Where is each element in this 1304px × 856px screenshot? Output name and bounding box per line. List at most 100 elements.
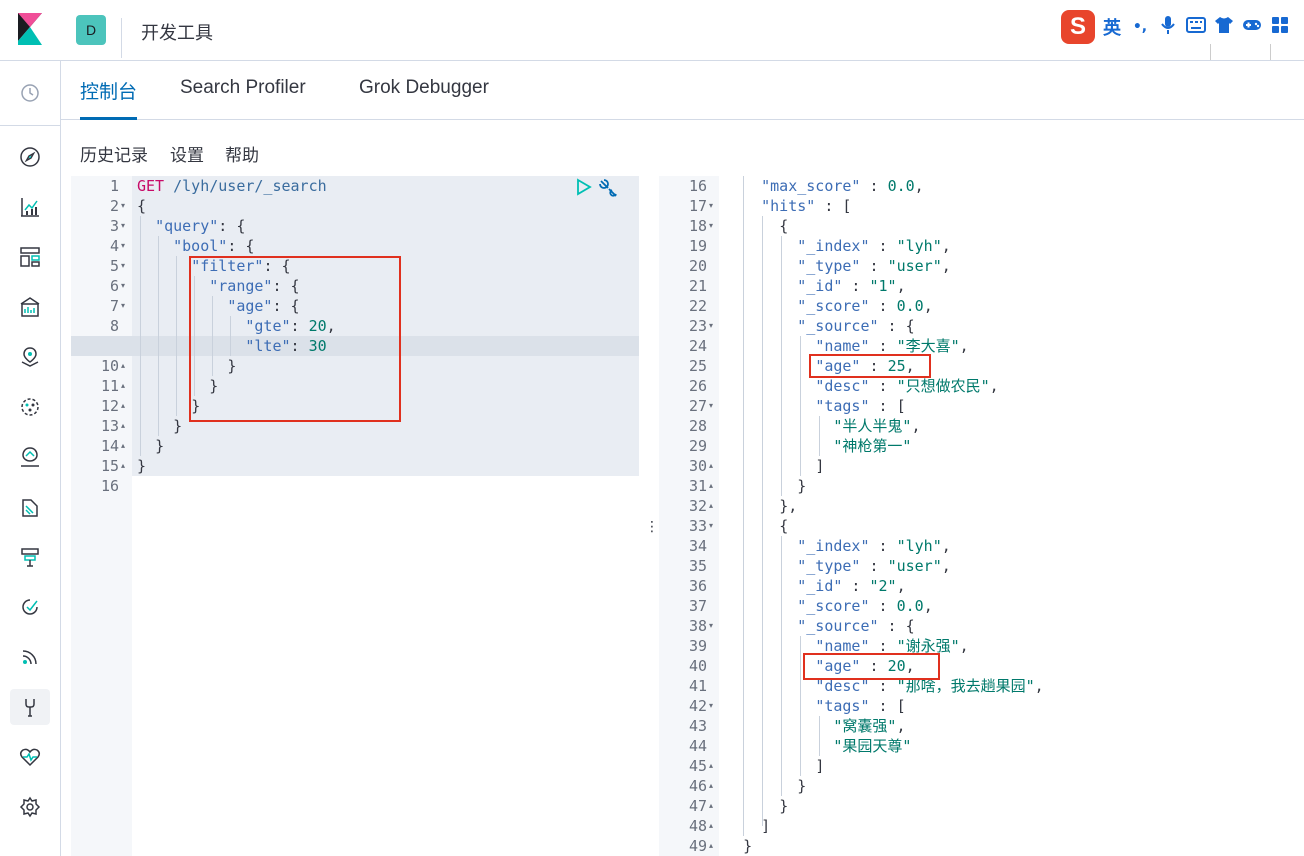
- tab-search-profiler[interactable]: Search Profiler: [180, 77, 306, 98]
- fold-toggle-icon[interactable]: ▾: [709, 401, 714, 410]
- unfold-toggle-icon[interactable]: ▴: [121, 461, 126, 470]
- line-number: 37: [688, 597, 707, 615]
- maps-nav[interactable]: [10, 339, 50, 375]
- fold-toggle-icon[interactable]: ▾: [121, 261, 126, 270]
- settings-link[interactable]: 设置: [170, 146, 204, 166]
- code-line[interactable]: {: [137, 197, 147, 215]
- request-url: /lyh/user/_search: [173, 177, 327, 195]
- help-link[interactable]: 帮助: [225, 146, 259, 166]
- unfold-toggle-icon[interactable]: ▴: [709, 501, 714, 510]
- unfold-toggle-icon[interactable]: ▴: [709, 461, 714, 470]
- sogou-logo[interactable]: S: [1061, 10, 1095, 44]
- gamepad-icon[interactable]: [1241, 17, 1263, 38]
- code-line[interactable]: "gte": 20,: [245, 317, 336, 335]
- line-number: 23: [688, 317, 707, 335]
- grid-icon[interactable]: [1269, 16, 1291, 39]
- dashboard-nav[interactable]: [10, 239, 50, 275]
- code-line[interactable]: "query": {: [155, 217, 246, 235]
- request-gutter: 12▾3▾4▾5▾6▾7▾8910▴11▴12▴13▴14▴15▴16: [71, 176, 132, 856]
- infrastructure-nav[interactable]: [10, 439, 50, 475]
- unfold-toggle-icon[interactable]: ▴: [121, 361, 126, 370]
- line-number: 7: [109, 297, 119, 315]
- infrastructure-icon: [21, 447, 39, 467]
- code-line[interactable]: }: [209, 377, 219, 395]
- apm-nav[interactable]: [10, 539, 50, 575]
- code-line[interactable]: }: [227, 357, 237, 375]
- unfold-toggle-icon[interactable]: ▴: [121, 401, 126, 410]
- play-icon[interactable]: [576, 178, 592, 201]
- history-link[interactable]: 历史记录: [80, 146, 148, 166]
- uptime-icon: [22, 599, 38, 615]
- code-line[interactable]: }: [191, 397, 201, 415]
- fold-toggle-icon[interactable]: ▾: [709, 321, 714, 330]
- fold-toggle-icon[interactable]: ▾: [709, 701, 714, 710]
- response-line: "hits" : [: [761, 197, 852, 215]
- ime-language-toggle[interactable]: 英: [1103, 18, 1121, 39]
- unfold-toggle-icon[interactable]: ▴: [709, 781, 714, 790]
- code-line[interactable]: "lte": 30: [245, 337, 327, 355]
- recently-viewed-button[interactable]: [0, 61, 60, 126]
- indent-guide: [819, 416, 820, 456]
- fold-toggle-icon[interactable]: ▾: [709, 221, 714, 230]
- machine-learning-nav[interactable]: [10, 389, 50, 425]
- line-number: 40: [688, 657, 707, 675]
- fold-toggle-icon[interactable]: ▾: [121, 301, 126, 310]
- wrench-icon[interactable]: [598, 178, 620, 203]
- keyboard-icon[interactable]: [1185, 16, 1207, 39]
- line-number: 26: [688, 377, 707, 395]
- unfold-toggle-icon[interactable]: ▴: [709, 801, 714, 810]
- logs-nav[interactable]: [10, 489, 50, 525]
- unfold-toggle-icon[interactable]: ▴: [709, 481, 714, 490]
- space-avatar[interactable]: D: [76, 15, 106, 45]
- unfold-toggle-icon[interactable]: ▴: [709, 821, 714, 830]
- ime-punctuation-toggle[interactable]: •,: [1132, 19, 1148, 35]
- unfold-toggle-icon[interactable]: ▴: [121, 381, 126, 390]
- code-line[interactable]: "age": {: [227, 297, 300, 315]
- shirt-icon[interactable]: [1213, 16, 1235, 39]
- compass-icon: [20, 147, 40, 167]
- line-number: 3: [109, 217, 119, 235]
- line-number: 32: [688, 497, 707, 515]
- pane-resizer[interactable]: [639, 176, 659, 856]
- devtools-nav[interactable]: [10, 689, 50, 725]
- fold-toggle-icon[interactable]: ▾: [121, 221, 126, 230]
- unfold-toggle-icon[interactable]: ▴: [709, 841, 714, 850]
- tab-grok-debugger[interactable]: Grok Debugger: [359, 77, 489, 98]
- unfold-toggle-icon[interactable]: ▴: [121, 421, 126, 430]
- fold-toggle-icon[interactable]: ▾: [121, 201, 126, 210]
- code-line[interactable]: "filter": {: [191, 257, 291, 275]
- discover-nav[interactable]: [10, 139, 50, 175]
- indent-guide: [212, 296, 213, 376]
- monitoring-nav[interactable]: [10, 739, 50, 775]
- fold-toggle-icon[interactable]: ▾: [709, 621, 714, 630]
- annotation-box-age-20: [803, 653, 940, 680]
- fold-toggle-icon[interactable]: ▾: [121, 281, 126, 290]
- resize-handle-icon[interactable]: ⋮: [645, 516, 659, 536]
- siem-nav[interactable]: [10, 639, 50, 675]
- unfold-toggle-icon[interactable]: ▴: [121, 441, 126, 450]
- fold-toggle-icon[interactable]: ▾: [121, 241, 126, 250]
- indent-guide: [781, 236, 782, 496]
- management-nav[interactable]: [10, 789, 50, 825]
- visualize-nav[interactable]: [10, 189, 50, 225]
- response-line: }: [743, 837, 753, 855]
- microphone-icon[interactable]: [1157, 15, 1179, 40]
- request-editor-empty[interactable]: [132, 476, 639, 856]
- fold-toggle-icon[interactable]: ▾: [709, 201, 714, 210]
- code-line[interactable]: "range": {: [209, 277, 300, 295]
- code-line[interactable]: }: [155, 437, 165, 455]
- code-line[interactable]: }: [137, 457, 147, 475]
- fold-toggle-icon[interactable]: ▾: [709, 521, 714, 530]
- code-line[interactable]: }: [173, 417, 183, 435]
- canvas-nav[interactable]: [10, 289, 50, 325]
- uptime-nav[interactable]: [10, 589, 50, 625]
- code-line[interactable]: "bool": {: [173, 237, 255, 255]
- unfold-toggle-icon[interactable]: ▴: [709, 761, 714, 770]
- line-number: 15: [100, 457, 119, 475]
- line-number: 21: [688, 277, 707, 295]
- tab-console[interactable]: 控制台: [80, 77, 138, 120]
- line-number: 25: [688, 357, 707, 375]
- kibana-logo[interactable]: [16, 13, 44, 45]
- request-line[interactable]: GET /lyh/user/_search: [137, 176, 327, 196]
